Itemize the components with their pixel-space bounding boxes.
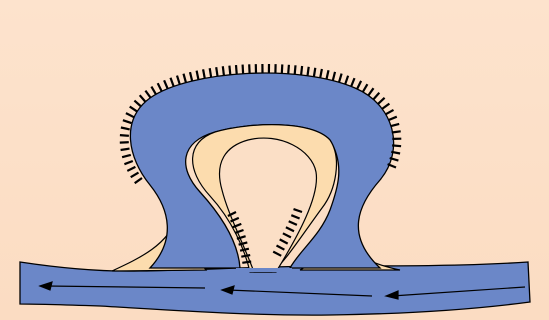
outer-hair-cell-tick xyxy=(351,78,354,86)
outer-hair-cell-tick xyxy=(357,81,361,89)
outer-hair-cell-tick xyxy=(327,70,329,79)
outer-hair-cell-tick xyxy=(301,66,302,75)
outer-hair-cell-tick xyxy=(320,69,322,78)
outer-hair-cell-tick xyxy=(391,124,400,126)
outer-hair-cell-tick xyxy=(184,74,186,83)
stalk-base xyxy=(236,268,292,272)
outer-hair-cell-tick xyxy=(164,80,168,88)
outer-hair-cell-tick xyxy=(135,178,142,183)
outer-hair-cell-tick xyxy=(216,67,217,76)
outer-hair-cell-tick xyxy=(308,67,309,76)
outer-hair-cell-tick xyxy=(134,101,141,107)
outer-hair-cell-tick xyxy=(368,88,373,95)
outer-hair-cell-tick xyxy=(243,65,244,74)
outer-hair-cell-tick xyxy=(126,113,134,117)
outer-hair-cell-tick xyxy=(140,95,146,102)
outer-hair-cell-tick xyxy=(378,98,385,104)
outer-hair-cell-tick xyxy=(386,110,394,114)
outer-hair-cell-tick xyxy=(373,93,379,100)
outer-hair-cell-tick xyxy=(120,135,129,136)
outer-hair-cell-tick xyxy=(288,65,289,74)
outer-hair-cell-tick xyxy=(236,65,237,74)
outer-hair-cell-tick xyxy=(122,155,131,157)
outer-hair-cell-tick xyxy=(124,161,132,164)
outer-hair-cell-tick xyxy=(363,84,368,92)
outer-hair-cell-tick xyxy=(339,74,342,83)
outer-hair-cell-tick xyxy=(333,72,335,81)
inner-hair-cell-tick xyxy=(242,262,251,263)
outer-hair-cell-tick xyxy=(158,83,162,91)
outer-hair-cell-tick xyxy=(229,66,230,75)
outer-hair-cell-tick xyxy=(314,68,315,77)
outer-hair-cell-tick xyxy=(127,167,135,171)
outer-hair-cell-tick xyxy=(171,78,174,87)
outer-hair-cell-tick xyxy=(388,117,396,120)
outer-hair-cell-tick xyxy=(190,72,192,81)
outer-hair-cell-tick xyxy=(345,76,348,85)
outer-hair-cell-tick xyxy=(295,65,296,74)
outer-hair-cell-tick xyxy=(121,128,130,130)
outer-hair-cell-tick xyxy=(145,91,150,98)
outer-hair-cell-tick xyxy=(123,120,131,123)
outer-hair-cell-tick xyxy=(131,173,139,178)
outer-hair-cell-tick xyxy=(177,76,180,85)
outer-hair-cell-tick xyxy=(197,71,199,80)
outer-hair-cell-tick xyxy=(382,104,389,109)
outer-hair-cell-tick xyxy=(223,66,224,75)
outer-hair-cell-tick xyxy=(210,68,211,77)
outer-hair-cell-tick xyxy=(392,145,401,146)
outer-hair-cell-tick xyxy=(203,69,205,78)
outer-hair-cell-tick xyxy=(282,64,283,73)
outer-hair-cell-tick xyxy=(130,107,138,112)
outer-hair-cell-tick xyxy=(121,149,130,150)
outer-hair-cell-tick xyxy=(151,87,156,95)
outer-hair-cell-tick xyxy=(392,131,401,132)
